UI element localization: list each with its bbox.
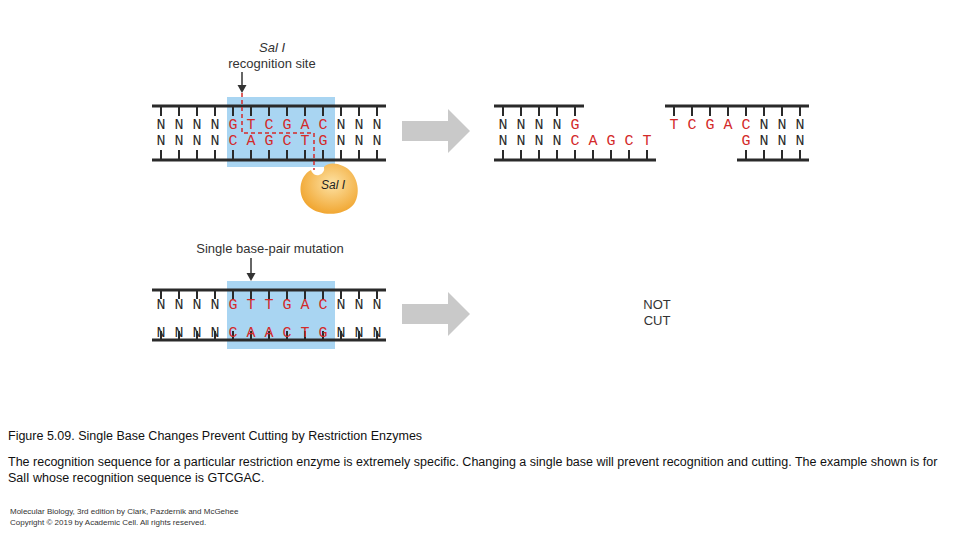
base-tick: [628, 150, 630, 160]
base-letters: N N N N: [157, 134, 220, 150]
copyright-note: Copyright © 2019 by Academic Cell. All r…: [10, 518, 206, 528]
base-tick: [709, 106, 711, 116]
base-letters: N N N N: [157, 118, 220, 134]
base-tick: [502, 150, 504, 160]
base-ticks: [161, 106, 800, 340]
base-tick: [196, 106, 198, 116]
enzyme-outline: [301, 163, 358, 213]
base-tick: [610, 150, 612, 160]
base-tick: [763, 150, 765, 160]
base-tick: [574, 150, 576, 160]
base-tick: [322, 106, 324, 116]
base-letters: N N N: [337, 298, 382, 314]
base-tick: [232, 106, 234, 116]
base-letters: N N N: [337, 118, 382, 134]
base-tick: [160, 106, 162, 116]
base-tick: [763, 106, 765, 116]
dna-backbone: [665, 105, 809, 108]
site-letters: G: [571, 118, 580, 134]
annotation: recognition site: [212, 56, 332, 72]
base-letters: N N N N: [499, 118, 562, 134]
base-tick: [502, 106, 504, 116]
enzyme-name: Sal I: [212, 40, 332, 56]
base-tick: [673, 106, 675, 116]
base-tick: [268, 106, 270, 116]
base-tick: [727, 106, 729, 116]
base-tick: [376, 150, 378, 160]
base-letters: N N N N: [157, 326, 220, 342]
base-tick: [178, 106, 180, 116]
base-tick: [286, 150, 288, 160]
base-tick: [646, 150, 648, 160]
base-letters: N N N: [760, 134, 805, 150]
figure-title: Figure 5.09. Single Base Changes Prevent…: [8, 428, 422, 444]
base-tick: [376, 106, 378, 116]
annotation: Single base-pair mutation: [170, 241, 370, 257]
pointer-line: [250, 258, 252, 274]
base-tick: [538, 150, 540, 160]
base-tick: [745, 150, 747, 160]
base-tick: [781, 150, 783, 160]
base-letters: N N N N: [499, 134, 562, 150]
process-arrow: [402, 109, 470, 153]
base-tick: [340, 106, 342, 116]
base-tick: [268, 150, 270, 160]
base-tick: [250, 106, 252, 116]
pointer-line: [241, 72, 243, 86]
base-tick: [232, 150, 234, 160]
base-tick: [745, 106, 747, 116]
result-note: NOT CUT: [634, 297, 680, 329]
base-tick: [160, 150, 162, 160]
base-tick: [286, 106, 288, 116]
site-letters: G T T G A C: [229, 298, 328, 314]
base-tick: [358, 150, 360, 160]
base-tick: [799, 106, 801, 116]
base-tick: [196, 150, 198, 160]
site-letters: G T C G A C: [229, 118, 328, 134]
base-tick: [781, 106, 783, 116]
enzyme-blob: Sal I: [297, 162, 359, 214]
site-letters: T C G A C: [670, 118, 751, 134]
base-letters: N N N: [760, 118, 805, 134]
dna-backbone: [737, 159, 809, 162]
base-letters: N N N: [337, 134, 382, 150]
figure-caption: The recognition sequence for a particula…: [8, 454, 953, 486]
base-letters: N N N: [337, 326, 382, 342]
base-tick: [214, 106, 216, 116]
source-note: Molecular Biology, 3rd edition by Clark,…: [10, 507, 238, 517]
base-tick: [556, 106, 558, 116]
base-tick: [178, 150, 180, 160]
process-arrow: [402, 292, 470, 336]
base-tick: [574, 106, 576, 116]
site-letters: C A G C T: [571, 134, 652, 150]
site-letters: C A A C T G: [229, 326, 328, 342]
site-letters: C A G C T G: [229, 134, 328, 150]
base-tick: [340, 150, 342, 160]
pointer-head: [238, 85, 247, 93]
base-tick: [304, 150, 306, 160]
pointer-head: [247, 273, 256, 281]
base-tick: [520, 150, 522, 160]
base-tick: [691, 106, 693, 116]
base-tick: [556, 150, 558, 160]
base-tick: [592, 150, 594, 160]
site-letters: G: [742, 134, 751, 150]
base-tick: [322, 150, 324, 160]
base-tick: [538, 106, 540, 116]
enzyme-name: Sal I: [321, 178, 345, 192]
base-tick: [214, 150, 216, 160]
base-tick: [250, 150, 252, 160]
base-tick: [304, 106, 306, 116]
base-letters: N N N N: [157, 298, 220, 314]
base-tick: [799, 150, 801, 160]
base-tick: [520, 106, 522, 116]
base-tick: [358, 106, 360, 116]
